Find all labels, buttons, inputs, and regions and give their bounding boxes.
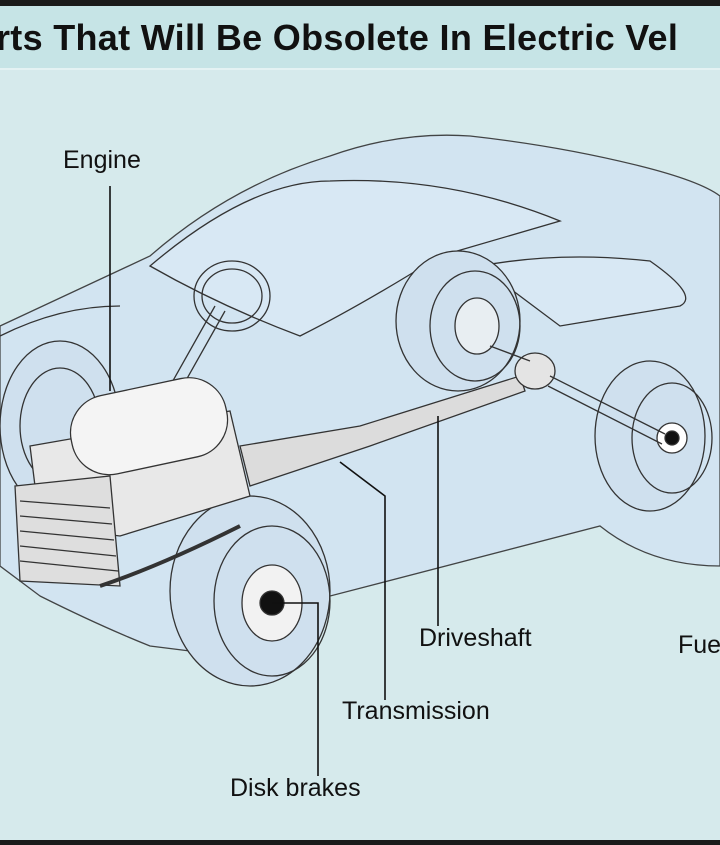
label-fuel: Fue bbox=[678, 631, 720, 659]
engine-block bbox=[14, 377, 251, 588]
label-engine: Engine bbox=[63, 146, 141, 174]
steering-wheel bbox=[169, 260, 271, 392]
car-body bbox=[0, 134, 720, 658]
drivetrain bbox=[239, 345, 666, 487]
diagram-frame: rts That Will Be Obsolete In Electric Ve… bbox=[0, 6, 720, 840]
title-bar: rts That Will Be Obsolete In Electric Ve… bbox=[0, 6, 720, 70]
label-disk-brakes: Disk brakes bbox=[230, 774, 361, 802]
leader-lines bbox=[109, 186, 439, 776]
car-diagram bbox=[0, 134, 720, 776]
label-driveshaft: Driveshaft bbox=[419, 624, 532, 652]
label-transmission: Transmission bbox=[342, 697, 490, 725]
diagram-title: rts That Will Be Obsolete In Electric Ve… bbox=[0, 17, 679, 58]
wheels bbox=[0, 250, 713, 687]
